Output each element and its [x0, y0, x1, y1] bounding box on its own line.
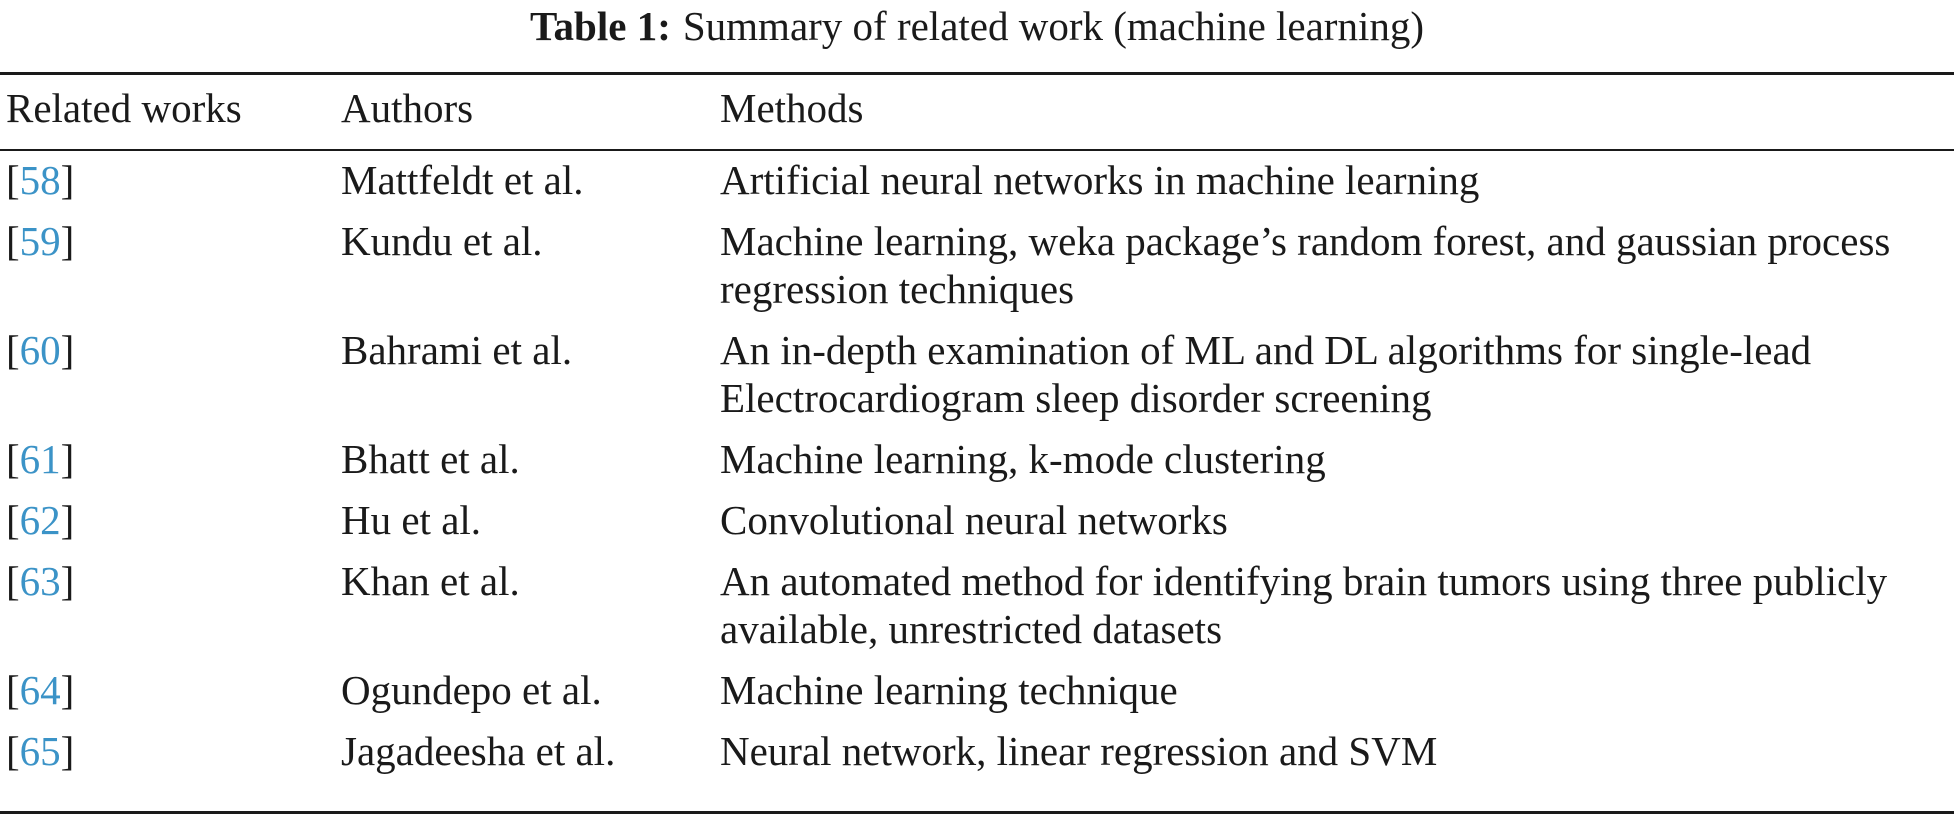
related-work-citation: [61] [0, 435, 341, 496]
related-work-citation: [64] [0, 666, 341, 727]
table-row: [59]Kundu et al.Machine learning, weka p… [0, 217, 1954, 326]
related-work-citation: [63] [0, 557, 341, 666]
table-row: [58]Mattfeldt et al.Artificial neural ne… [0, 156, 1954, 217]
bracket-close: ] [60, 157, 75, 203]
methods-cell: Neural network, linear regression and SV… [720, 728, 1438, 774]
top-rule [0, 72, 1954, 75]
header-methods: Methods [720, 85, 864, 131]
table-row: [61]Bhatt et al.Machine learning, k-mode… [0, 435, 1954, 496]
authors-cell: Mattfeldt et al. [341, 157, 584, 203]
authors-cell: Bahrami et al. [341, 327, 573, 373]
bottom-rule [0, 811, 1954, 814]
authors-cell: Ogundepo et al. [341, 667, 602, 713]
methods-cell: An in-depth examination of ML and DL alg… [720, 327, 1812, 421]
bracket-open: [ [6, 218, 20, 264]
citation-link[interactable]: 63 [19, 558, 61, 604]
related-work-table: Related works Authors Methods [58]Mattfe… [0, 84, 1954, 788]
methods-cell: Machine learning technique [720, 667, 1178, 713]
methods-cell: An automated method for identifying brai… [720, 558, 1888, 652]
caption-label: Table 1: [529, 3, 671, 49]
citation-link[interactable]: 61 [19, 436, 61, 482]
table-caption: Table 1:Summary of related work (machine… [0, 0, 1954, 52]
table-row: [64]Ogundepo et al.Machine learning tech… [0, 666, 1954, 727]
methods-cell: Convolutional neural networks [720, 497, 1228, 543]
bracket-close: ] [60, 667, 75, 713]
related-work-citation: [60] [0, 326, 341, 435]
methods-cell: Machine learning, weka package’s random … [720, 218, 1891, 312]
header-rule [0, 149, 1954, 151]
authors-cell: Kundu et al. [341, 218, 543, 264]
authors-cell: Jagadeesha et al. [341, 728, 616, 774]
citation-link[interactable]: 64 [19, 667, 61, 713]
table-row: [60]Bahrami et al.An in-depth examinatio… [0, 326, 1954, 435]
citation-link[interactable]: 65 [19, 728, 61, 774]
citation-link[interactable]: 62 [19, 497, 61, 543]
related-work-citation: [58] [0, 156, 341, 217]
bracket-open: [ [6, 558, 20, 604]
header-row: Related works Authors Methods [0, 84, 1954, 148]
bracket-close: ] [60, 436, 75, 482]
table-row: [62]Hu et al.Convolutional neural networ… [0, 496, 1954, 557]
bracket-open: [ [6, 728, 20, 774]
methods-cell: Artificial neural networks in machine le… [720, 157, 1480, 203]
bracket-open: [ [6, 667, 20, 713]
table-body: [58]Mattfeldt et al.Artificial neural ne… [0, 156, 1954, 788]
header-authors: Authors [341, 85, 474, 131]
citation-link[interactable]: 60 [19, 327, 61, 373]
bracket-open: [ [6, 157, 20, 203]
related-work-citation: [62] [0, 496, 341, 557]
authors-cell: Khan et al. [341, 558, 520, 604]
related-work-citation: [65] [0, 727, 341, 788]
authors-cell: Bhatt et al. [341, 436, 520, 482]
related-work-citation: [59] [0, 217, 341, 326]
bracket-close: ] [60, 558, 75, 604]
table-row: [63]Khan et al.An automated method for i… [0, 557, 1954, 666]
header-spacer [0, 148, 1954, 156]
bracket-open: [ [6, 436, 20, 482]
header-related-works: Related works [6, 85, 242, 131]
citation-link[interactable]: 59 [19, 218, 61, 264]
bracket-open: [ [6, 497, 20, 543]
bracket-close: ] [60, 327, 75, 373]
bracket-close: ] [60, 218, 75, 264]
table-row: [65]Jagadeesha et al.Neural network, lin… [0, 727, 1954, 788]
bracket-open: [ [6, 327, 20, 373]
bracket-close: ] [60, 497, 75, 543]
citation-link[interactable]: 58 [19, 157, 61, 203]
authors-cell: Hu et al. [341, 497, 482, 543]
caption-text: Summary of related work (machine learnin… [682, 3, 1425, 49]
bracket-close: ] [60, 728, 75, 774]
methods-cell: Machine learning, k-mode clustering [720, 436, 1326, 482]
